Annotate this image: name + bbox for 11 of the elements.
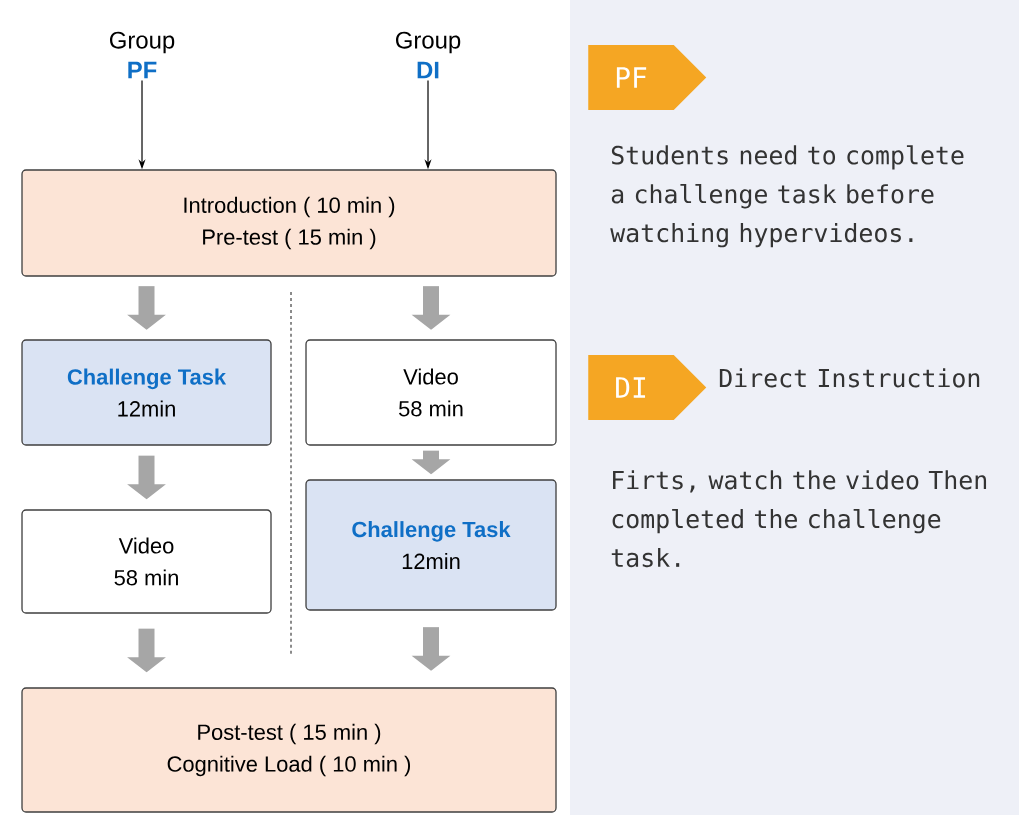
process-box: Challenge Task 12min <box>21 339 272 446</box>
process-box: Challenge Task 12min <box>305 479 557 611</box>
note-text: Direct Instruction <box>719 368 980 388</box>
process-box: Introduction ( 10 min ) Pre-test ( 15 min ) <box>21 169 557 277</box>
process-box: Video 58 min <box>305 339 557 446</box>
group-label: Group DI <box>396 31 461 79</box>
process-box: Post-test ( 15 min ) Cognitive Load ( 10 min ) <box>21 687 557 813</box>
process-box: Video 58 min <box>21 509 272 614</box>
group-label: Group PF <box>110 31 175 79</box>
note-text: Students need to complete a challenge task before watching hypervideos. <box>610 145 964 248</box>
note-text: Firts, watch the video Then completed the challenge task. <box>611 470 987 568</box>
